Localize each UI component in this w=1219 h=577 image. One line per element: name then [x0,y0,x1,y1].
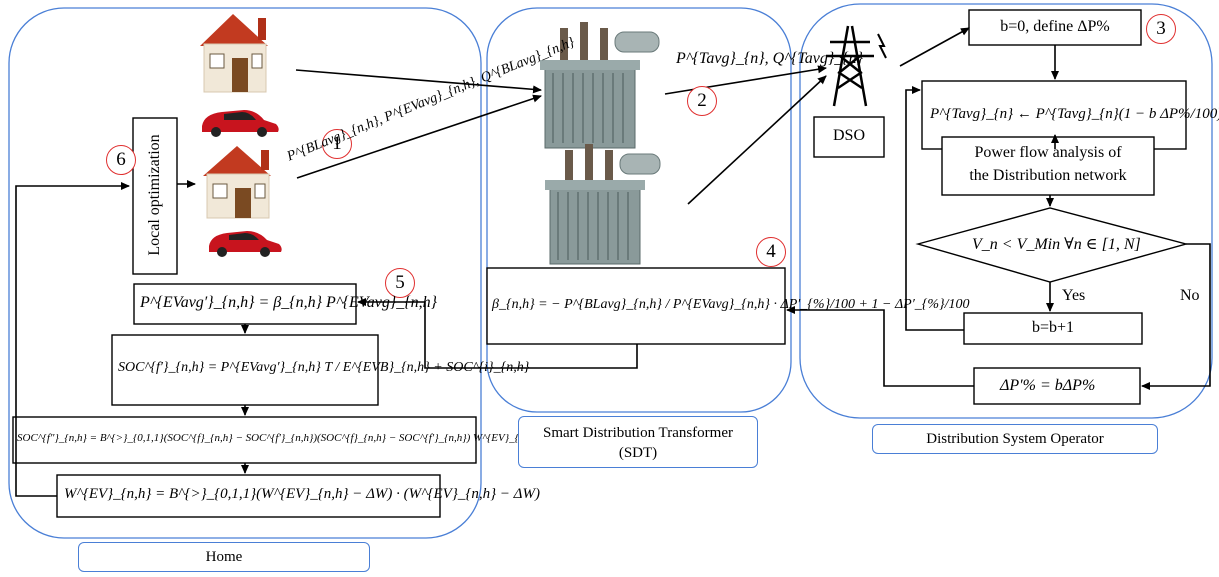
eq-beta: β_{n,h} = − P^{BLavg}_{n,h} / P^{EVavg}_… [492,297,970,313]
incr-label: b=b+1 [964,319,1142,337]
cond-label: V_n < V_Min ∀n ∈ [1, N] [972,234,1141,254]
arrow-cond-no-to-result [1142,244,1210,386]
local-opt-label: Local optimization [146,132,164,258]
home-tag: Home [78,542,370,572]
house-icon [200,14,268,92]
sdt-tag: Smart Distribution Transformer (SDT) [518,416,758,468]
sdt-flow-label: P^{Tavg}_{n}, Q^{Tavg}_{n} [676,50,863,68]
pf-label-line1: Power flow analysis of [942,144,1154,162]
marker-4: 4 [756,237,786,267]
update-label: P^{Tavg}_{n} ← P^{Tavg}_{n}(1 − b ΔP%/10… [930,106,1219,123]
no-label: No [1180,287,1200,305]
eq-wev: W^{EV}_{n,h} = B^{>}_{0,1,1}(W^{EV}_{n,h… [64,486,540,503]
transformer-icon [545,144,660,264]
yes-label: Yes [1062,287,1085,305]
dso-tag: Distribution System Operator [872,424,1158,454]
marker-6: 6 [106,145,136,175]
arrow-transformer-to-dso [665,68,826,94]
car-icon [209,231,282,257]
arrow-result-to-beta [787,310,974,386]
eq-soc: SOC^{f′}_{n,h} = P^{EVavg′}_{n,h} T / E^… [118,360,529,376]
marker-2: 2 [687,86,717,116]
arrow-dso-to-init [900,28,969,66]
house-icon [203,146,271,218]
pf-label-line2: the Distribution network [942,167,1154,185]
marker-3: 3 [1146,14,1176,44]
dso-label: DSO [814,127,884,145]
init-label: b=0, define ΔP% [969,18,1141,36]
car-icon [202,110,279,137]
result-label: ΔP′% = bΔP% [1000,377,1095,395]
eq-ev-power: P^{EVavg′}_{n,h} = β_{n,h} P^{EVavg}_{n,… [140,294,437,312]
